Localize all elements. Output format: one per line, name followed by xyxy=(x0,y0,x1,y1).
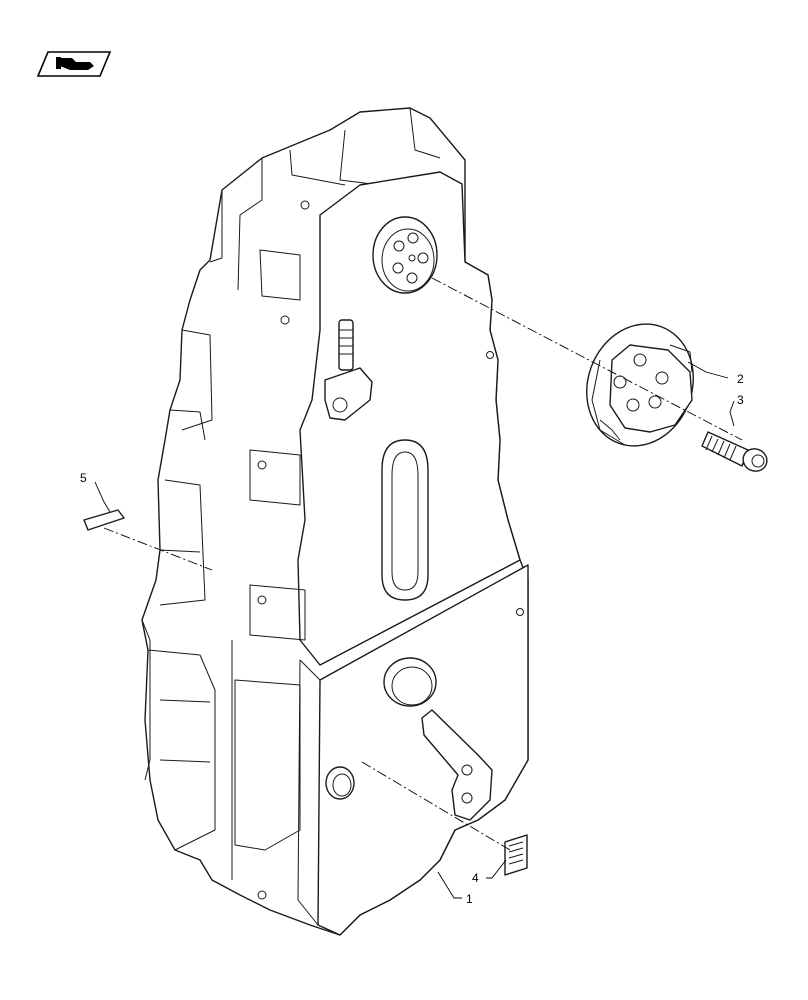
leader-5 xyxy=(94,481,111,513)
breather-fitting xyxy=(324,319,373,421)
callout-2[interactable]: 2 xyxy=(737,372,744,386)
callout-1[interactable]: 1 xyxy=(466,892,473,906)
gearbox-housing xyxy=(141,107,529,936)
leader-1 xyxy=(437,871,462,899)
nav-badge[interactable] xyxy=(36,51,112,77)
coupling-flange xyxy=(586,323,694,447)
callout-3[interactable]: 3 xyxy=(737,393,744,407)
callout-5[interactable]: 5 xyxy=(80,471,87,485)
decal xyxy=(83,509,125,531)
leader-2 xyxy=(687,361,729,379)
lever-bracket xyxy=(421,709,493,821)
centerline-label xyxy=(361,761,511,851)
centerline-decal xyxy=(103,527,213,571)
callout-4[interactable]: 4 xyxy=(472,871,479,885)
leader-4 xyxy=(486,859,507,879)
label-plate xyxy=(504,834,528,876)
leader-3 xyxy=(729,400,735,427)
centerline-flange xyxy=(431,277,743,441)
hand-pointer-icon xyxy=(56,57,94,70)
cap-screw xyxy=(701,431,768,472)
